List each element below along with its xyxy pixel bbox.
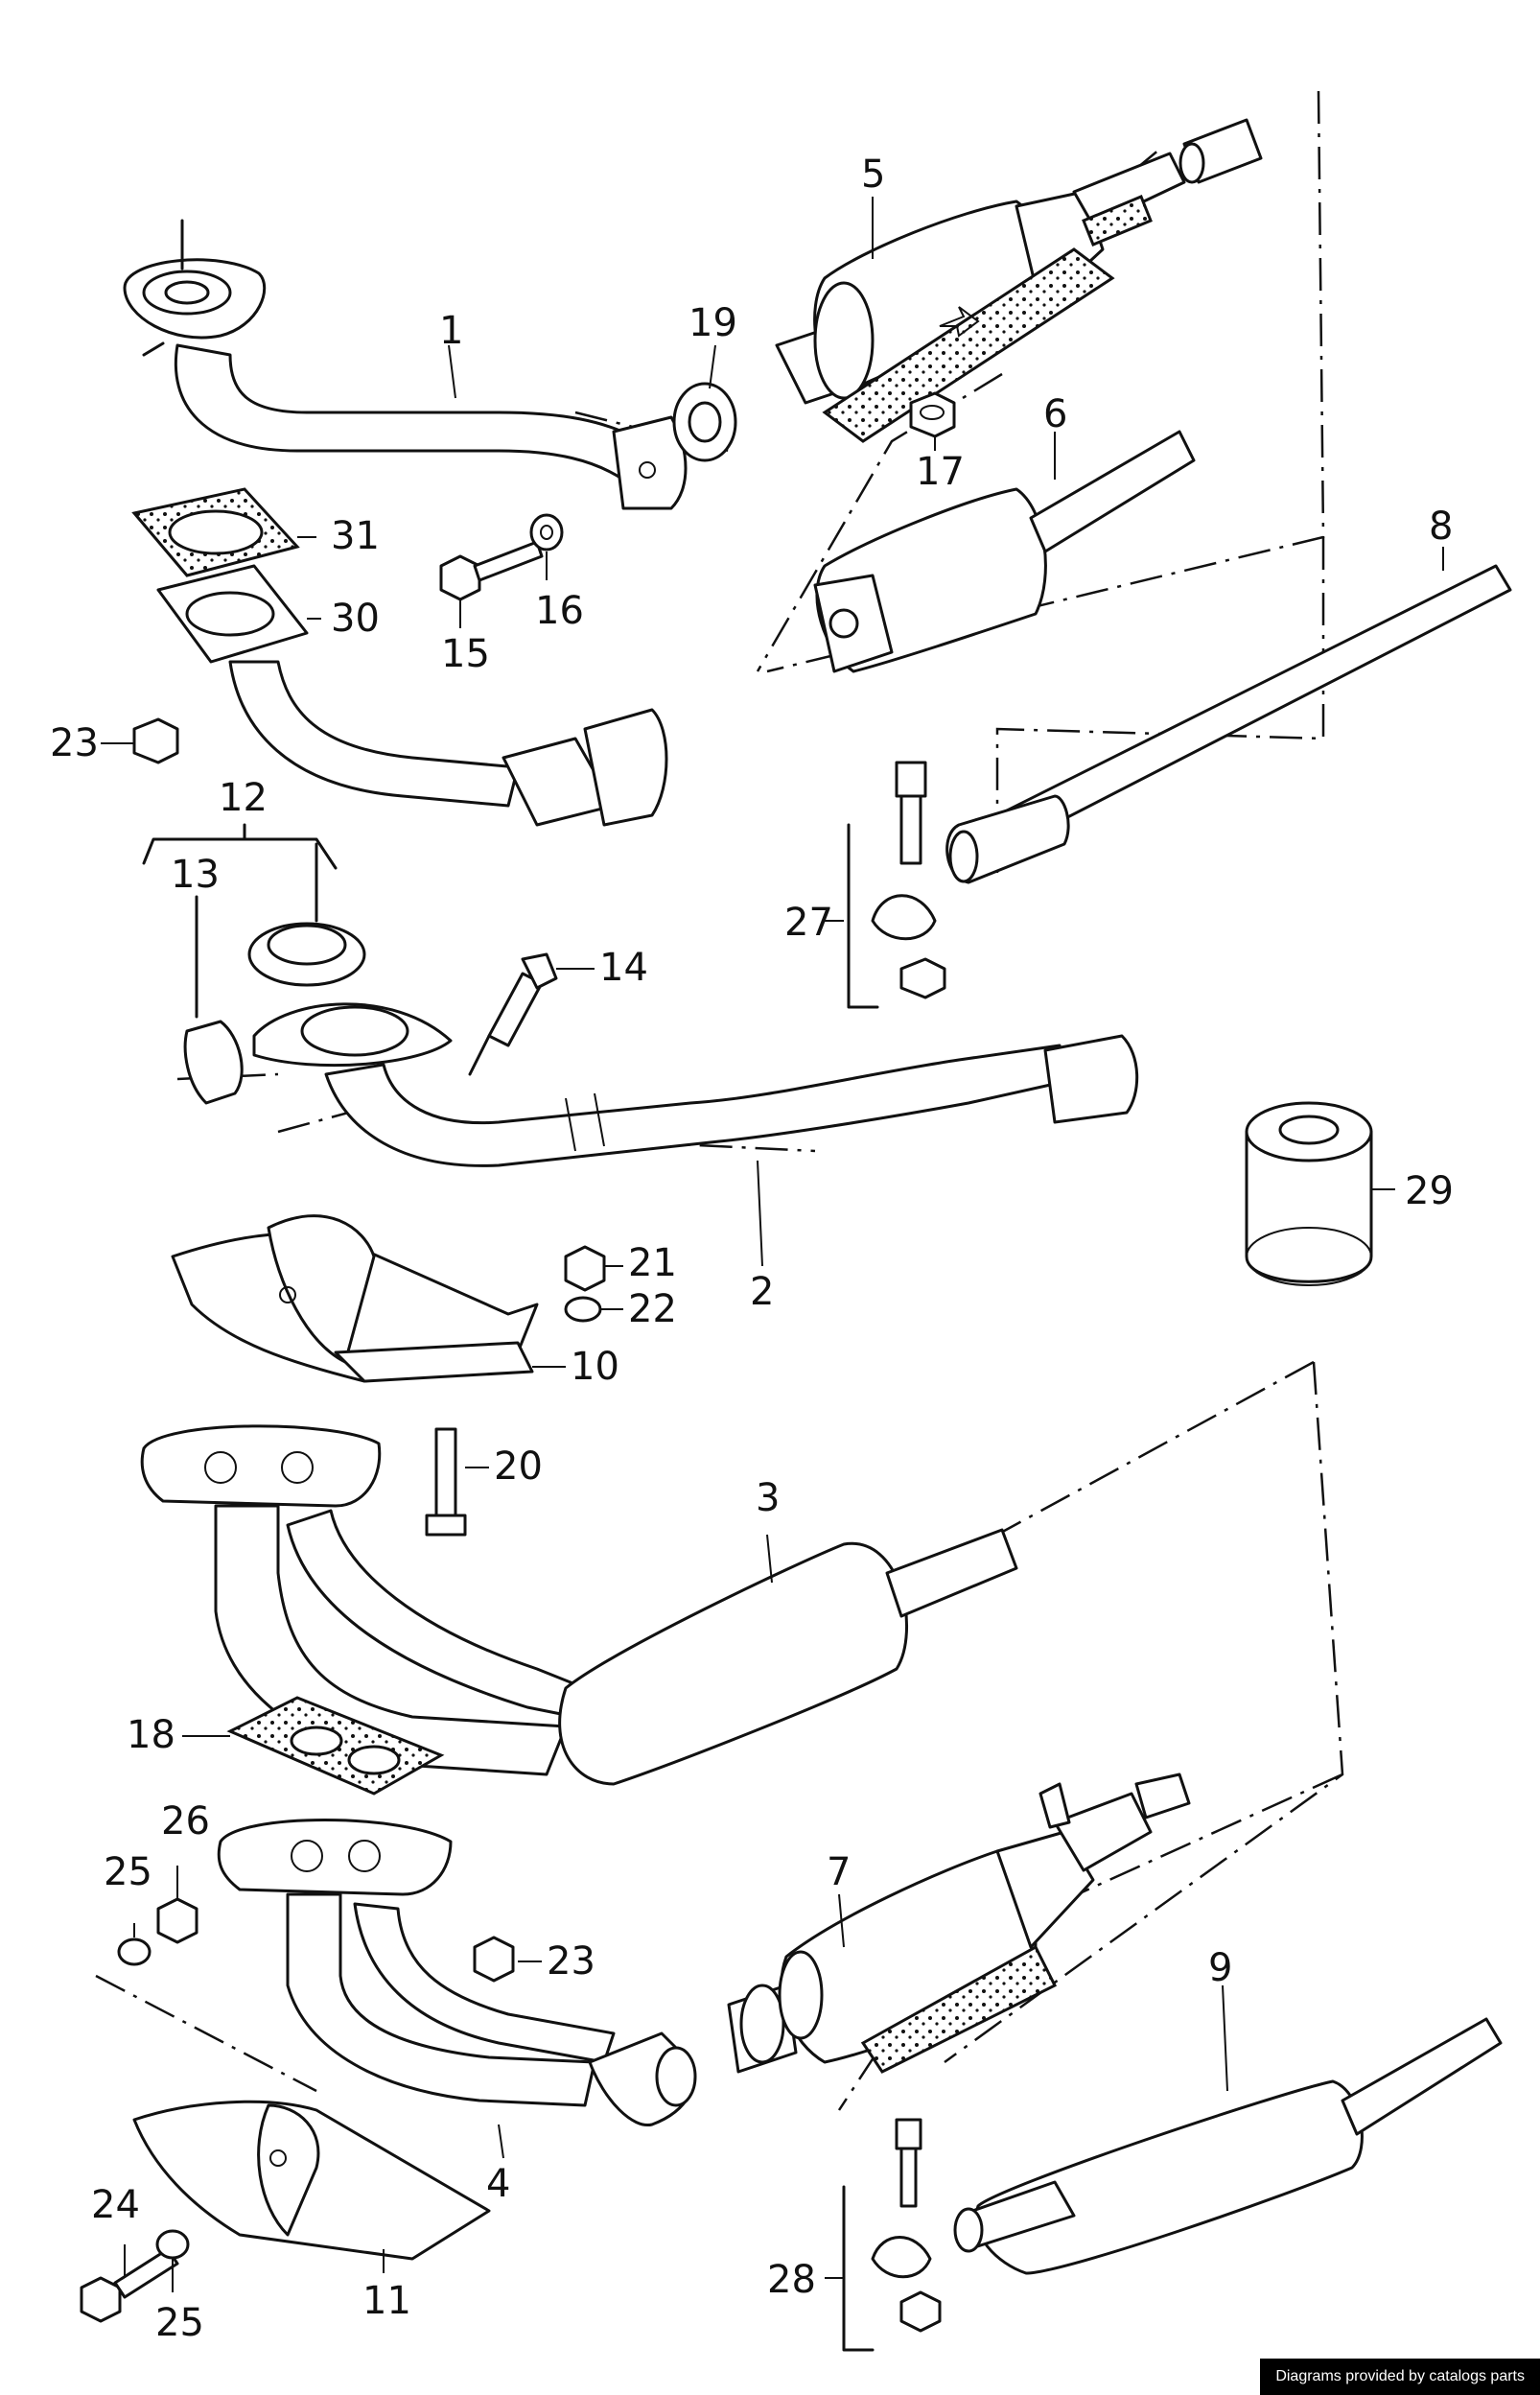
label-17: 17	[916, 450, 965, 494]
callout-labels: 1 2 3 4 5 6 7 8 9 10 11 12 13 14 15 16 1…	[50, 153, 1454, 2345]
label-15: 15	[441, 632, 490, 676]
label-27: 27	[784, 901, 833, 945]
part-16-washer	[529, 513, 564, 552]
label-30: 30	[331, 597, 380, 641]
label-10: 10	[571, 1345, 619, 1389]
part-9-rear-muffler	[953, 2017, 1503, 2275]
label-1: 1	[439, 309, 463, 353]
part-1-front-pipe	[123, 219, 688, 510]
part-10-heat-shield	[171, 1214, 539, 1383]
part-15-bolt	[439, 540, 544, 601]
part-13-gasket	[183, 895, 244, 1105]
label-2: 2	[750, 1270, 774, 1314]
part-7-catalytic-converter	[727, 1773, 1191, 2074]
label-22: 22	[628, 1287, 677, 1331]
label-25-lower: 25	[155, 2301, 204, 2345]
part-11-heat-shield	[132, 2100, 491, 2261]
label-18: 18	[127, 1713, 175, 1757]
label-24: 24	[91, 2183, 140, 2227]
label-4: 4	[486, 2162, 510, 2206]
part-4-manifold-pipe	[217, 1819, 697, 2127]
part-19-clamp-ring	[672, 382, 737, 462]
part-24-bolt	[80, 2247, 179, 2323]
label-21: 21	[628, 1241, 677, 1285]
label-13: 13	[171, 853, 220, 897]
label-14: 14	[599, 946, 648, 990]
part-22-washer	[564, 1296, 602, 1323]
label-23-upper: 23	[50, 721, 99, 765]
part-30-pipe-with-catalyst	[156, 564, 668, 827]
label-12: 12	[219, 776, 268, 820]
label-11: 11	[362, 2279, 411, 2323]
label-6: 6	[1043, 392, 1067, 436]
part-8-tail-pipe	[945, 564, 1512, 884]
leader-lines	[101, 197, 1444, 2292]
watermark-badge: Diagrams provided by catalogs parts	[1260, 2359, 1540, 2395]
part-18-gasket	[226, 1696, 445, 1796]
part-23-nut-lower	[473, 1936, 515, 1983]
label-8: 8	[1429, 505, 1453, 549]
part-14-sensor	[468, 952, 558, 1076]
part-27-clamp-kit	[847, 761, 946, 1009]
label-31: 31	[331, 514, 380, 558]
label-25-upper: 25	[104, 1850, 152, 1894]
label-9: 9	[1208, 1946, 1232, 1990]
part-20-bolt	[425, 1427, 467, 1537]
part-28-clamp-kit	[842, 2118, 942, 2352]
label-26: 26	[161, 1799, 210, 1843]
label-19: 19	[688, 301, 737, 345]
part-12-ring	[247, 842, 366, 987]
label-3: 3	[756, 1476, 780, 1520]
label-7: 7	[827, 1850, 851, 1894]
label-5: 5	[861, 153, 885, 197]
part-25-washer-lower	[155, 2229, 190, 2260]
part-29-rubber-mount	[1245, 1101, 1373, 1286]
label-16: 16	[535, 589, 584, 633]
label-23-lower: 23	[547, 1939, 595, 1984]
part-6-silencer	[813, 430, 1196, 673]
part-21-nut	[564, 1245, 606, 1292]
part-5-catalytic-converter	[775, 118, 1263, 443]
part-23-nut-upper	[132, 717, 179, 764]
part-12-gasket-set-bracket	[142, 823, 338, 870]
label-28: 28	[767, 2258, 816, 2302]
part-31-gasket	[131, 487, 300, 577]
label-20: 20	[494, 1444, 543, 1489]
part-26-nut	[156, 1897, 198, 1944]
label-29: 29	[1405, 1169, 1454, 1213]
part-2-front-pipe	[252, 1002, 1139, 1167]
part-25-washer-upper	[117, 1937, 152, 1966]
part-17-nut	[909, 391, 956, 438]
